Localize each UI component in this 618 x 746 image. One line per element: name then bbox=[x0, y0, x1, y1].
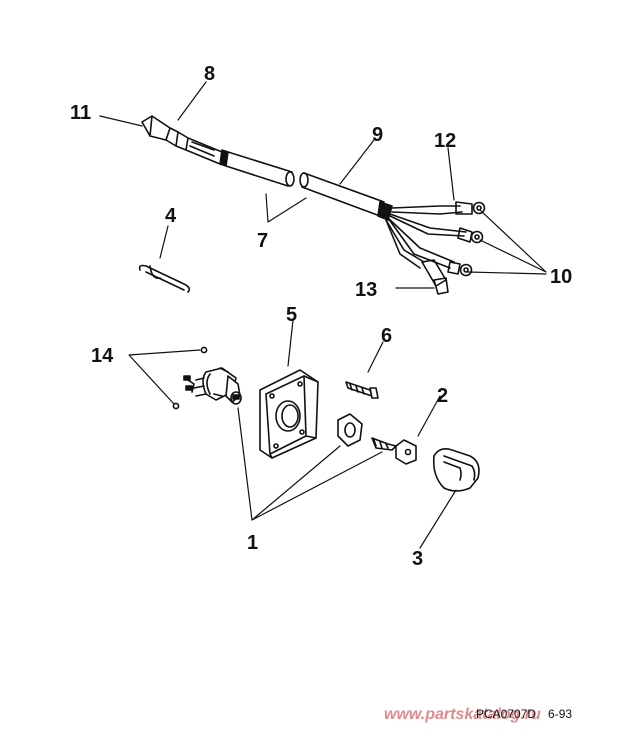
clip-part bbox=[138, 264, 191, 293]
callout-6: 6 bbox=[381, 325, 392, 347]
ignition-switch-part bbox=[183, 367, 242, 405]
knob-part bbox=[432, 448, 480, 492]
callout-10: 10 bbox=[550, 266, 572, 288]
callout-13: 13 bbox=[355, 279, 377, 301]
drawing-reference: PCA0707D 6-93 bbox=[476, 707, 584, 721]
ring-terminals bbox=[447, 201, 486, 277]
key-part bbox=[371, 437, 417, 465]
callout-8: 8 bbox=[204, 63, 215, 85]
connector-part bbox=[141, 115, 295, 187]
bullet-connector bbox=[421, 259, 449, 295]
callout-1: 1 bbox=[247, 532, 258, 554]
nut-part bbox=[337, 413, 363, 447]
callout-7: 7 bbox=[257, 230, 268, 252]
callout-11: 11 bbox=[70, 102, 91, 124]
leader-lines bbox=[99, 81, 547, 549]
screw-part bbox=[345, 381, 379, 399]
callout-9: 9 bbox=[372, 124, 383, 146]
callout-3: 3 bbox=[412, 548, 423, 570]
callout-14: 14 bbox=[91, 345, 114, 367]
callout-5: 5 bbox=[286, 304, 297, 326]
callout-4: 4 bbox=[165, 205, 177, 227]
watermark: www.partskatalog.ru bbox=[384, 706, 541, 723]
drawing-date: 6-93 bbox=[548, 707, 573, 721]
harness-section bbox=[299, 172, 467, 269]
bracket-part bbox=[259, 369, 319, 459]
callout-12: 12 bbox=[434, 130, 456, 152]
small-screws bbox=[172, 346, 208, 410]
drawing-code: PCA0707D bbox=[476, 707, 537, 721]
callout-2: 2 bbox=[437, 385, 448, 407]
